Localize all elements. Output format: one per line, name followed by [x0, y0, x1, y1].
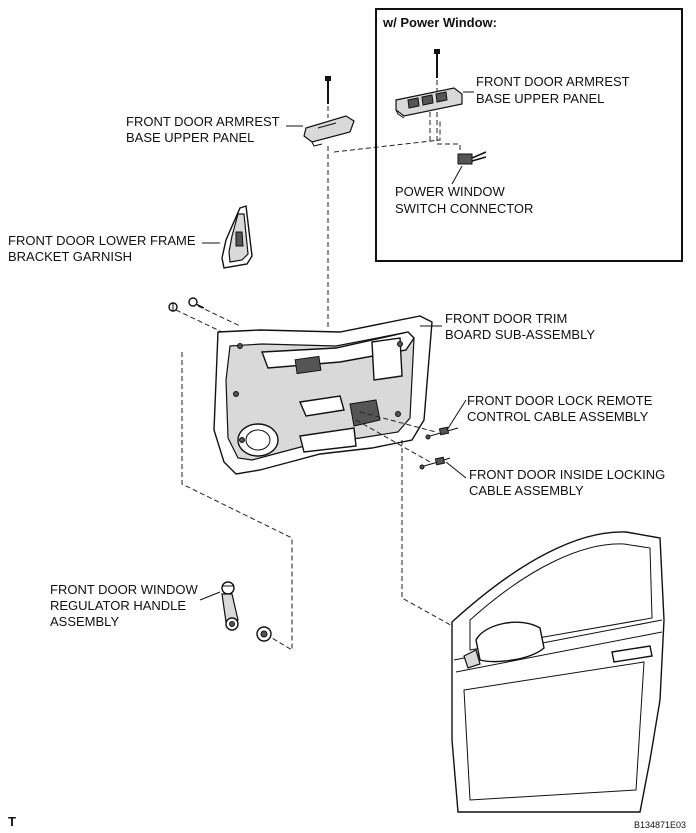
armrest-upper-panel-icon: [303, 115, 355, 147]
handle-plate-icon: [256, 626, 272, 642]
lock-remote-cable-icon: [425, 426, 459, 440]
corner-mark: T: [8, 814, 16, 829]
inset-connector-label: POWER WINDOW SWITCH CONNECTOR: [395, 184, 533, 216]
door-trim-board-icon: [213, 315, 433, 475]
regulator-handle-leader: [199, 591, 221, 601]
inside-locking-cable-icon: [419, 456, 451, 470]
clip-guide: [197, 305, 241, 327]
inset-connector-guide: [436, 112, 461, 152]
lower-frame-garnish-label: FRONT DOOR LOWER FRAME BRACKET GARNISH: [8, 233, 199, 264]
armrest-screw-icon: [325, 76, 331, 104]
regulator-handle-icon: [221, 581, 239, 631]
lower-frame-garnish-icon: [221, 205, 253, 269]
trim-to-door-guide: [401, 440, 457, 629]
inset-connector-leader: [451, 165, 463, 185]
armrest-upper-panel-label: FRONT DOOR ARMREST BASE UPPER PANEL: [126, 114, 283, 145]
locking-cable-leader: [445, 461, 467, 479]
inset-title: w/ Power Window:: [382, 15, 497, 30]
power-window-switch-panel-icon: [395, 87, 463, 119]
power-window-inset: w/ Power Window: FRONT DOOR ARMREST BASE…: [375, 8, 683, 262]
regulator-handle-label: FRONT DOOR WINDOW REGULATOR HANDLE ASSEM…: [50, 582, 201, 629]
clip-icon: [168, 302, 178, 312]
power-window-connector-icon: [457, 151, 487, 165]
figure-code: B134871E03: [634, 820, 686, 830]
trim-to-handle-guide: [181, 352, 293, 651]
lock-cable-guide: [359, 411, 437, 433]
armrest-to-inset-guide: [333, 120, 441, 153]
lock-cable-leader: [446, 399, 467, 431]
lock-remote-cable-label: FRONT DOOR LOCK REMOTE CONTROL CABLE ASS…: [467, 393, 656, 424]
inset-screw-icon: [434, 49, 440, 78]
clip-icon: [188, 297, 205, 309]
clip-guide: [175, 309, 223, 333]
front-door-icon: [451, 531, 665, 813]
trim-board-label: FRONT DOOR TRIM BOARD SUB-ASSEMBLY: [445, 311, 595, 342]
inside-locking-cable-label: FRONT DOOR INSIDE LOCKING CABLE ASSEMBLY: [469, 467, 669, 498]
locking-cable-guide: [355, 419, 431, 463]
inset-armrest-label: FRONT DOOR ARMREST BASE UPPER PANEL: [476, 74, 633, 106]
